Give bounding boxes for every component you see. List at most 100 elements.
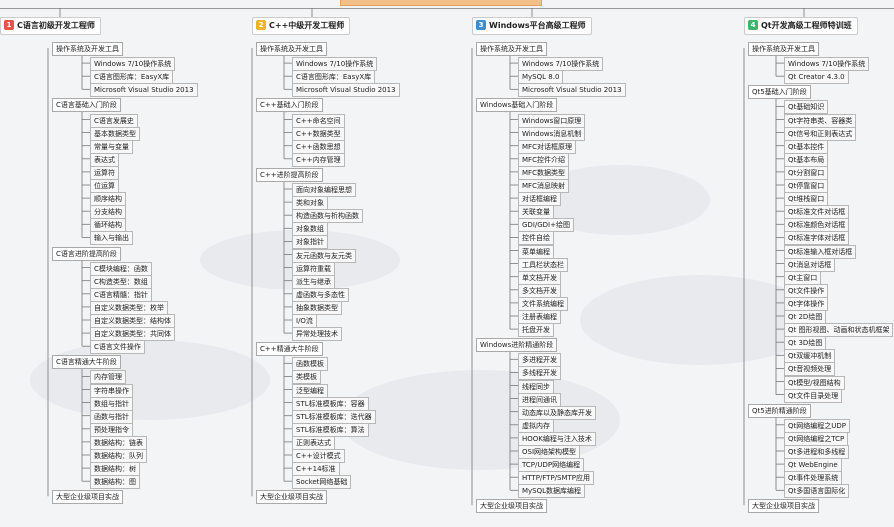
- topic-node[interactable]: Qt基本布局: [784, 152, 829, 167]
- topic-node[interactable]: STL标准模板库：容器: [292, 396, 369, 411]
- topic-node[interactable]: 自定义数据类型：共同体: [90, 327, 175, 342]
- topic-node[interactable]: C++函数思想: [292, 139, 345, 154]
- category-node[interactable]: Qt5基础入门阶段: [748, 85, 811, 100]
- topic-node[interactable]: 预处理指令: [90, 422, 133, 437]
- topic-node[interactable]: C语言发展史: [90, 113, 138, 128]
- topic-node[interactable]: 虚拟内存: [518, 418, 554, 433]
- topic-node[interactable]: Qt网络编程之TCP: [784, 431, 849, 446]
- category-node[interactable]: 操作系统及开发工具: [476, 42, 547, 56]
- topic-node[interactable]: 数据结构：图: [90, 475, 140, 490]
- topic-node[interactable]: 多进程开发: [518, 353, 561, 368]
- topic-node[interactable]: Qt标准颜色对话框: [784, 218, 850, 233]
- topic-node[interactable]: Microsoft Visual Studio 2013: [90, 83, 198, 98]
- topic-node[interactable]: HTTP/FTP/SMTP应用: [518, 471, 595, 486]
- topic-node[interactable]: I/O流: [292, 314, 317, 328]
- topic-node[interactable]: HOOK编程与注入技术: [518, 431, 596, 446]
- category-node[interactable]: C语言进阶提高阶段: [52, 246, 121, 261]
- topic-node[interactable]: 字符串操作: [90, 383, 133, 398]
- topic-node[interactable]: 文件系统编程: [518, 296, 568, 311]
- topic-node[interactable]: 数据结构：链表: [90, 435, 147, 450]
- topic-node[interactable]: 动态库以及静态库开发: [518, 405, 596, 420]
- topic-node[interactable]: Qt 图形视图、动画和状态机框架: [784, 323, 894, 338]
- topic-node[interactable]: 自定义数据类型：枚举: [90, 300, 168, 315]
- topic-node[interactable]: MFC控件介绍: [518, 152, 569, 167]
- topic-node[interactable]: Qt多国语言国际化: [784, 484, 850, 499]
- topic-node[interactable]: C语言图形库：EasyX库: [292, 70, 376, 85]
- topic-node[interactable]: Qt双缓冲机制: [784, 349, 836, 364]
- category-node[interactable]: 操作系统及开发工具: [256, 42, 327, 56]
- topic-node[interactable]: 对话框编程: [518, 192, 561, 207]
- topic-node[interactable]: 线程同步: [518, 379, 554, 394]
- topic-node[interactable]: C语言文件操作: [90, 340, 145, 355]
- topic-node[interactable]: Qt模型/视图结构: [784, 375, 845, 390]
- category-node[interactable]: 大型企业级项目实战: [476, 499, 547, 514]
- topic-node[interactable]: 虚函数与多态性: [292, 287, 349, 302]
- topic-node[interactable]: Windows消息机制: [518, 126, 586, 141]
- topic-node[interactable]: Qt网络编程之UDP: [784, 418, 850, 433]
- topic-node[interactable]: 多文档开发: [518, 283, 561, 298]
- topic-node[interactable]: Qt文件操作: [784, 283, 829, 298]
- topic-node[interactable]: Qt事件处理系统: [784, 471, 843, 486]
- topic-node[interactable]: 输入与输出: [90, 231, 133, 246]
- topic-node[interactable]: GDI/GDI+绘图: [518, 218, 574, 233]
- topic-node[interactable]: 对象数组: [292, 222, 328, 237]
- topic-node[interactable]: C语言图形库：EasyX库: [90, 70, 174, 85]
- topic-node[interactable]: Qt Creator 4.3.0: [784, 70, 849, 85]
- topic-node[interactable]: Qt堆栈窗口: [784, 192, 829, 207]
- topic-node[interactable]: Qt字符串类、容器类: [784, 113, 857, 128]
- topic-node[interactable]: 运算符: [90, 165, 119, 180]
- topic-node[interactable]: 工具栏状态栏: [518, 257, 568, 272]
- topic-node[interactable]: Socket网络基础: [292, 475, 352, 490]
- topic-node[interactable]: MySQL数据库编程: [518, 484, 586, 499]
- topic-node[interactable]: C++14标准: [292, 462, 340, 477]
- category-node[interactable]: C++进阶提高阶段: [256, 167, 323, 182]
- topic-node[interactable]: 派生与继承: [292, 274, 335, 289]
- category-node[interactable]: C语言基础入门阶段: [52, 98, 121, 113]
- category-node[interactable]: C++精通大牛阶段: [256, 342, 323, 357]
- topic-node[interactable]: 类和对象: [292, 196, 328, 211]
- topic-node[interactable]: STL标准模板库：算法: [292, 422, 369, 437]
- topic-node[interactable]: 菜单编程: [518, 244, 554, 259]
- topic-node[interactable]: 自定义数据类型：结构体: [90, 314, 175, 328]
- topic-node[interactable]: C语言精髓：指针: [90, 287, 152, 302]
- category-node[interactable]: 操作系统及开发工具: [52, 42, 123, 56]
- topic-node[interactable]: 基本数据类型: [90, 126, 140, 141]
- topic-node[interactable]: Qt信号和正则表达式: [784, 126, 857, 141]
- topic-node[interactable]: 异常处理技术: [292, 327, 342, 342]
- topic-node[interactable]: TCP/UDP网络编程: [518, 458, 585, 473]
- topic-node[interactable]: C++设计模式: [292, 449, 345, 463]
- category-node[interactable]: 大型企业级项目实战: [52, 490, 123, 505]
- topic-node[interactable]: 托盘开发: [518, 323, 554, 338]
- category-node[interactable]: Windows进阶精通阶段: [476, 338, 558, 353]
- topic-node[interactable]: Microsoft Visual Studio 2013: [292, 83, 400, 98]
- topic-node[interactable]: 循环结构: [90, 218, 126, 233]
- topic-node[interactable]: 多线程开发: [518, 366, 561, 381]
- topic-node[interactable]: Qt消息对话框: [784, 257, 836, 272]
- topic-node[interactable]: 进程间通讯: [518, 392, 561, 407]
- topic-node[interactable]: C构造类型：数组: [90, 274, 152, 289]
- category-node[interactable]: 大型企业级项目实战: [748, 499, 819, 514]
- topic-node[interactable]: Microsoft Visual Studio 2013: [518, 83, 626, 98]
- topic-node[interactable]: 函数与指针: [90, 409, 133, 424]
- topic-node[interactable]: Windows窗口原理: [518, 113, 586, 128]
- topic-node[interactable]: 位运算: [90, 179, 119, 193]
- topic-node[interactable]: 数据结构：队列: [90, 449, 147, 463]
- topic-node[interactable]: 关联变量: [518, 205, 554, 220]
- topic-node[interactable]: 表达式: [90, 152, 119, 167]
- category-node[interactable]: C语言精通大牛阶段: [52, 355, 121, 370]
- topic-node[interactable]: STL标准模板库：迭代器: [292, 409, 376, 424]
- topic-node[interactable]: 构造函数与析构函数: [292, 209, 363, 224]
- topic-node[interactable]: Qt主窗口: [784, 270, 822, 285]
- topic-node[interactable]: 类模板: [292, 370, 321, 385]
- topic-node[interactable]: Qt WebEngine: [784, 458, 842, 473]
- topic-node[interactable]: C++命名空间: [292, 113, 345, 128]
- topic-node[interactable]: C++数据类型: [292, 126, 345, 141]
- topic-node[interactable]: Windows 7/10操作系统: [292, 57, 378, 72]
- topic-node[interactable]: 抽象数据类型: [292, 300, 342, 315]
- topic-node[interactable]: MFC数据类型: [518, 165, 569, 180]
- topic-node[interactable]: 控件自绘: [518, 231, 554, 246]
- topic-node[interactable]: Qt标准输入框对话框: [784, 244, 857, 259]
